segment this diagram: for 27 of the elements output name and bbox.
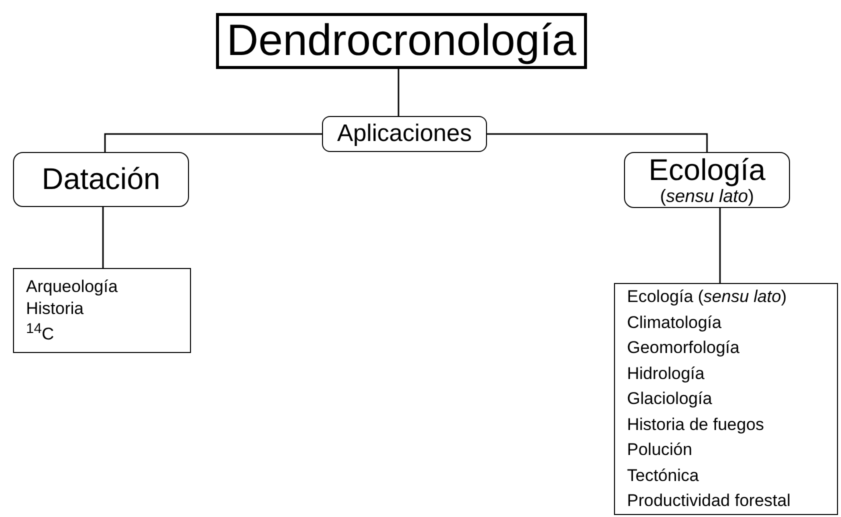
rounded-box [13, 152, 189, 207]
connector-line [102, 207, 104, 268]
list-box [13, 268, 191, 353]
box-label: Aplicaciones [337, 120, 472, 148]
connector-line [719, 208, 721, 283]
rounded-box [322, 116, 487, 152]
box-label: Datación [42, 163, 160, 196]
list-item: Productividad forestal [627, 490, 790, 512]
list-item: Historia [26, 298, 84, 320]
list-item: Climatología [627, 312, 722, 334]
list-item: Ecología (sensu lato) [627, 286, 787, 308]
list-item: $^{14}$C [26, 320, 54, 346]
connector-line [104, 133, 322, 152]
box-label: Ecología [648, 154, 766, 187]
list-item: Geomorfología [627, 337, 740, 360]
list-item: Tectónica [627, 464, 699, 487]
list-box [614, 283, 838, 515]
box-sublabel: (sensu lato) [660, 186, 754, 206]
list-item: Glaciología [627, 388, 712, 410]
rounded-box [624, 152, 790, 208]
box-label: Dendrocronología [226, 16, 576, 66]
list-item: Arqueología [26, 276, 118, 298]
list-item: Polución [627, 439, 692, 462]
connector-line [487, 133, 708, 152]
connector-line [398, 69, 400, 116]
list-item: Hidrología [627, 362, 704, 385]
list-item: Historia de fuegos [627, 414, 764, 436]
